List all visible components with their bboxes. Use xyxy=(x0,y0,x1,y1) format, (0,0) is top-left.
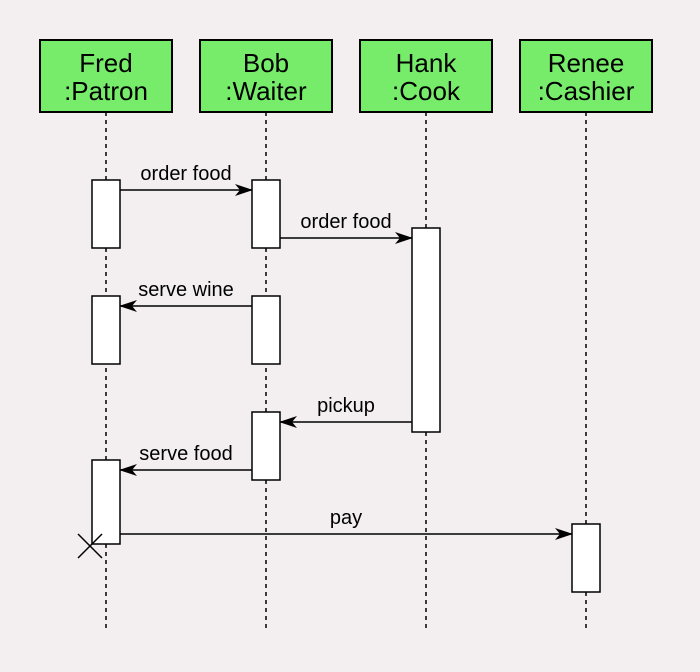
activation-bar xyxy=(91,179,121,249)
message-label: serve food xyxy=(139,443,232,465)
message-order-food-2: order food xyxy=(280,211,413,244)
participant-name: Fred xyxy=(79,48,132,78)
message-serve-food: serve food xyxy=(119,443,252,476)
participant-name: Bob xyxy=(243,48,289,78)
activation-bar xyxy=(251,295,281,365)
participant-renee: Renee :Cashier xyxy=(519,39,653,113)
participant-role: :Patron xyxy=(64,76,148,106)
participant-bob: Bob :Waiter xyxy=(199,39,333,113)
message-serve-wine: serve wine xyxy=(119,279,252,312)
participant-fred: Fred :Patron xyxy=(39,39,173,113)
message-label: order food xyxy=(300,211,391,233)
participant-role: :Cook xyxy=(392,76,461,106)
participant-role: :Cashier xyxy=(538,76,635,106)
message-pay: pay xyxy=(120,507,573,540)
activation-bar xyxy=(91,295,121,365)
participant-role: :Waiter xyxy=(225,76,307,106)
message-order-food-1: order food xyxy=(120,163,253,196)
destroy-marker-icon xyxy=(77,533,103,559)
participant-name: Hank xyxy=(396,48,458,78)
message-label: pickup xyxy=(317,395,375,417)
message-label: serve wine xyxy=(138,279,234,301)
activation-bar xyxy=(571,523,601,593)
activation-bar xyxy=(251,179,281,249)
activation-bar xyxy=(91,459,121,545)
message-label: order food xyxy=(140,163,231,185)
participant-name: Renee xyxy=(548,48,625,78)
activation-bar xyxy=(251,411,281,481)
participant-hank: Hank :Cook xyxy=(359,39,493,113)
message-label: pay xyxy=(330,507,362,529)
activation-bar xyxy=(411,227,441,433)
message-pickup: pickup xyxy=(279,395,412,428)
